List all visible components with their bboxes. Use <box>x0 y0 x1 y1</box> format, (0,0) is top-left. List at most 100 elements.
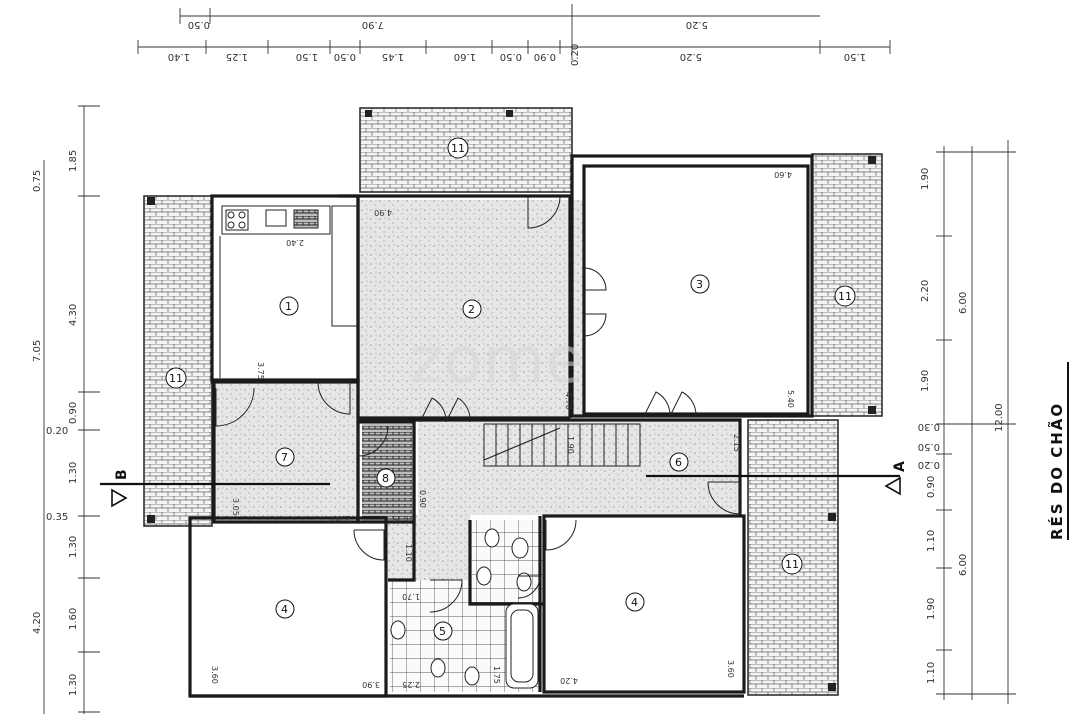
section-mark-a: A <box>892 461 908 472</box>
terrace-right-top-label: 11 <box>834 285 856 307</box>
svg-text:0.50: 0.50 <box>334 51 356 62</box>
watermark-text: zome <box>410 324 584 398</box>
kitchen-fittings <box>219 205 359 378</box>
section-lines <box>100 474 901 508</box>
doors <box>215 195 741 613</box>
svg-text:1.30: 1.30 <box>68 674 79 696</box>
dim-room-7-depth: 3.05 <box>231 498 240 516</box>
svg-text:1.90: 1.90 <box>926 598 937 620</box>
svg-text:1.30: 1.30 <box>68 462 79 484</box>
dim-room-3-depth: 5.40 <box>786 390 795 408</box>
svg-text:7.05: 7.05 <box>32 340 43 362</box>
dimension-lines <box>43 4 1016 714</box>
svg-text:6.00: 6.00 <box>958 292 969 314</box>
dim-room-1-depth: 3.75 <box>256 362 265 380</box>
svg-text:1.25: 1.25 <box>226 51 248 62</box>
dim-room-1-width: 2.40 <box>286 238 304 247</box>
dim-room-5-wall: 1.70 <box>402 592 420 601</box>
svg-text:1.45: 1.45 <box>382 51 404 62</box>
floor-finishes <box>214 200 738 692</box>
svg-text:0.30: 0.30 <box>918 421 940 432</box>
staircase <box>483 423 641 467</box>
svg-text:11: 11 <box>169 372 183 385</box>
svg-text:5.20: 5.20 <box>686 19 708 30</box>
svg-text:4: 4 <box>281 603 288 616</box>
svg-text:0.50: 0.50 <box>188 19 210 30</box>
svg-text:1: 1 <box>285 300 292 313</box>
svg-text:1.50: 1.50 <box>296 51 318 62</box>
svg-text:1.60: 1.60 <box>68 608 79 630</box>
dim-room-7-width: 2.00 <box>332 514 350 523</box>
bathroom-fixtures <box>390 528 539 689</box>
room-labels: 1 2 3 4 4 5 6 7 8 11 11 11 11 <box>165 137 856 641</box>
svg-text:11: 11 <box>785 558 799 571</box>
terrace-right-bottom-label: 11 <box>781 553 803 575</box>
svg-text:1.40: 1.40 <box>168 51 190 62</box>
dim-corridor-2: 0.90 <box>418 490 427 508</box>
dim-corridor-1: 1.90 <box>566 436 575 454</box>
dim-room-2-depth: 4.70 <box>564 392 573 410</box>
room-3-label: 3 <box>690 274 710 294</box>
svg-text:0.20: 0.20 <box>570 44 581 66</box>
svg-text:0.20: 0.20 <box>918 459 940 470</box>
dim-room-4a-width: 3.90 <box>362 680 380 689</box>
top-dimension-texts: 0.50 7.90 5.20 1.40 1.25 1.50 0.50 1.45 … <box>168 19 866 66</box>
dim-room-5-depth: 1.75 <box>492 666 501 684</box>
terrace-left-label: 11 <box>165 367 187 389</box>
svg-text:1.90: 1.90 <box>920 370 931 392</box>
dim-room-5-width: 2.25 <box>402 680 420 689</box>
terrace-left <box>143 195 213 527</box>
svg-text:5.20: 5.20 <box>680 51 702 62</box>
room-4b-label: 4 <box>625 592 645 612</box>
svg-text:0.75: 0.75 <box>32 170 43 192</box>
dim-room-8: 1.35 <box>392 514 410 523</box>
svg-text:4: 4 <box>631 596 638 609</box>
dim-room-4b-depth: 3.60 <box>726 660 735 678</box>
svg-text:0.20: 0.20 <box>46 426 68 437</box>
room-5-label: 5 <box>433 621 453 641</box>
svg-text:4.20: 4.20 <box>32 612 43 634</box>
svg-text:6.00: 6.00 <box>958 554 969 576</box>
svg-text:6: 6 <box>675 456 682 469</box>
svg-text:11: 11 <box>451 142 465 155</box>
svg-text:5: 5 <box>439 625 446 638</box>
dim-room-2-width: 4.90 <box>374 208 392 217</box>
svg-text:7: 7 <box>281 451 288 464</box>
svg-text:1.10: 1.10 <box>926 530 937 552</box>
svg-text:0.90: 0.90 <box>68 402 79 424</box>
dim-room-6: 2.15 <box>732 434 741 452</box>
svg-text:4.30: 4.30 <box>68 304 79 326</box>
svg-text:0.90: 0.90 <box>534 51 556 62</box>
svg-text:1.85: 1.85 <box>68 150 79 172</box>
svg-text:1.50: 1.50 <box>844 51 866 62</box>
room-dimension-labels: 2.40 3.75 4.90 4.70 4.60 5.40 3.60 3.90 … <box>210 170 795 689</box>
right-dimension-texts: 1.90 2.20 1.90 0.30 0.50 0.20 0.90 1.10 … <box>918 168 1005 684</box>
svg-text:0.35: 0.35 <box>46 512 68 523</box>
svg-text:0.50: 0.50 <box>918 441 940 452</box>
svg-text:0.90: 0.90 <box>926 476 937 498</box>
svg-text:3: 3 <box>696 278 703 291</box>
terraces <box>143 107 883 696</box>
svg-text:2.20: 2.20 <box>920 280 931 302</box>
svg-text:2: 2 <box>468 303 475 316</box>
left-dimension-texts: 0.75 1.85 4.30 7.05 0.90 0.20 1.30 0.35 … <box>32 150 79 696</box>
room-2-label: 2 <box>462 299 482 319</box>
room-6-label: 6 <box>669 452 689 472</box>
svg-text:11: 11 <box>838 290 852 303</box>
svg-text:1.10: 1.10 <box>926 662 937 684</box>
svg-text:1.90: 1.90 <box>920 168 931 190</box>
svg-text:8: 8 <box>382 472 389 485</box>
section-mark-b: B <box>114 469 130 480</box>
terrace-right-top <box>811 153 883 417</box>
room-7-label: 7 <box>275 447 295 467</box>
svg-text:1.60: 1.60 <box>454 51 476 62</box>
svg-text:1.30: 1.30 <box>68 536 79 558</box>
svg-text:7.90: 7.90 <box>362 19 384 30</box>
dim-room-4b-width: 4.20 <box>560 676 578 685</box>
svg-text:12.00: 12.00 <box>994 403 1005 432</box>
terrace-top-label: 11 <box>447 137 469 159</box>
dim-room-4a-depth: 3.60 <box>210 666 219 684</box>
plan-title: RÉS DO CHÃO <box>1047 402 1066 540</box>
dim-corridor-3: 1.10 <box>404 544 413 562</box>
